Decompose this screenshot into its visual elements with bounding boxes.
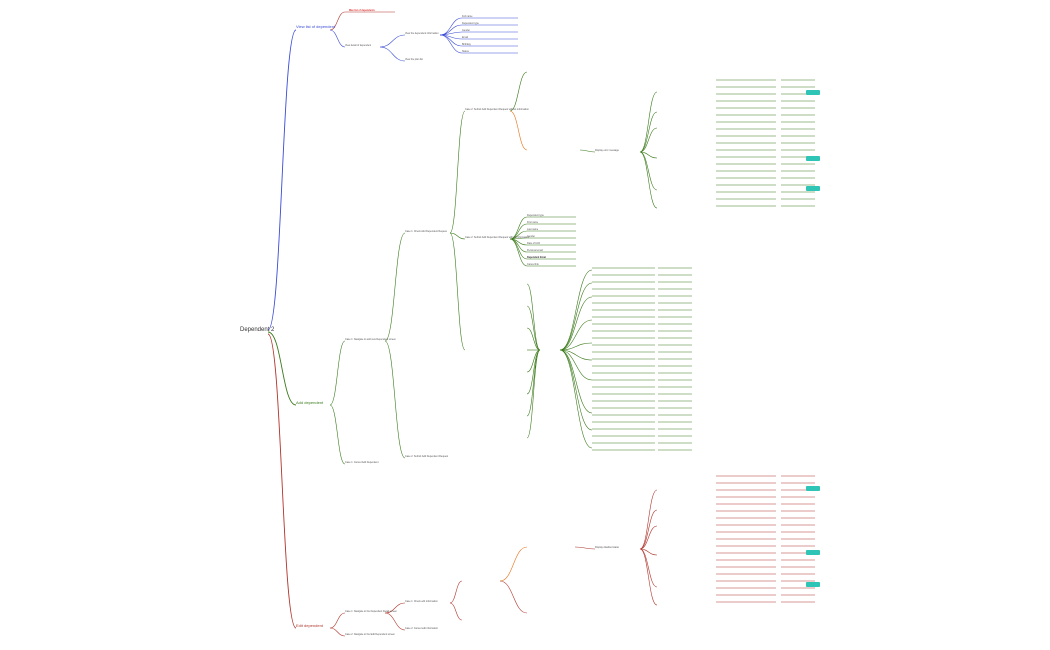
- edge: [329, 404, 346, 465]
- edge: [526, 283, 541, 351]
- edge: [384, 340, 406, 459]
- edge: [559, 319, 593, 351]
- edge: [526, 349, 541, 417]
- edge: [329, 29, 346, 48]
- msg-display-add: Display error message: [595, 149, 619, 152]
- status-pill-6: [806, 582, 820, 587]
- add-review-node[interactable]: Case 2: Submit Add Dependent Request wit…: [465, 108, 529, 111]
- branch-view-list[interactable]: View list of dependent: [296, 24, 336, 29]
- add-submit-all-node[interactable]: Case 2: Submit Add Dependent Request wit…: [465, 236, 530, 239]
- edge: [559, 282, 593, 351]
- edge: [639, 127, 658, 153]
- edge: [639, 548, 658, 556]
- view-field-4: Birthday: [462, 43, 471, 46]
- edge: [559, 349, 593, 431]
- edge: [329, 627, 346, 637]
- branch-edit-dependent[interactable]: Edit dependent: [296, 623, 323, 628]
- edge: [267, 333, 297, 629]
- view-detail-node[interactable]: View detail of dependent: [345, 44, 372, 47]
- edge: [379, 34, 406, 48]
- edge: [559, 269, 593, 351]
- view-info-node[interactable]: View the dependent information: [405, 32, 439, 35]
- add-check-node[interactable]: Case 1: Check Add Dependent Request: [405, 230, 448, 233]
- status-pill-2: [806, 156, 820, 161]
- edge: [559, 349, 593, 361]
- edge: [439, 34, 463, 54]
- add-field-5: Personal email: [527, 249, 543, 252]
- edge: [509, 238, 528, 253]
- add-field-4: Date of birth: [527, 242, 541, 245]
- edge: [559, 296, 593, 351]
- add-field-2: Last name: [527, 228, 539, 231]
- view-field-0: Full name: [462, 15, 473, 18]
- view-field-5: Status: [462, 50, 469, 53]
- edge: [499, 580, 528, 614]
- edge: [329, 612, 346, 629]
- edge: [384, 612, 406, 631]
- edge: [449, 232, 466, 351]
- add-navigate-node[interactable]: Case 1: Navigate to add new Dependent sc…: [345, 338, 396, 341]
- edge: [384, 232, 406, 342]
- edge: [559, 349, 593, 414]
- edge: [449, 110, 466, 234]
- view-field-2: Gender: [462, 29, 470, 32]
- edge: [449, 232, 466, 240]
- status-pill-4: [806, 486, 820, 491]
- edit-navigate2-node[interactable]: Case 2: Navigate to the Edit Dependent s…: [345, 633, 395, 636]
- edge: [449, 602, 463, 621]
- edge: [526, 349, 541, 439]
- edge: [559, 349, 593, 449]
- edge: [329, 11, 346, 31]
- edge: [639, 548, 658, 606]
- add-field-3: Gender: [527, 235, 535, 238]
- edit-check-node[interactable]: Case 1: Check edit information: [405, 600, 438, 603]
- edge: [379, 46, 406, 62]
- edge: [509, 238, 528, 267]
- status-pill-3: [806, 186, 820, 191]
- edge: [449, 580, 463, 604]
- edge: [329, 340, 346, 406]
- add-field-6: Dependent Email: [527, 256, 547, 259]
- edge: [526, 327, 541, 351]
- edge: [439, 17, 463, 36]
- add-field-1: First name: [527, 221, 539, 224]
- edge: [639, 151, 658, 209]
- add-cancel-node[interactable]: Case 1: Cancel Add Dependent: [345, 461, 379, 464]
- edge: [639, 489, 658, 550]
- edge: [639, 509, 658, 550]
- add-field-7: Cancel link: [527, 263, 539, 266]
- edge: [639, 525, 658, 550]
- edit-navigate-node[interactable]: Case 1: Navigate to the Dependent Detail…: [345, 610, 397, 613]
- root-node[interactable]: Dependent 2: [240, 327, 275, 333]
- view-field-3: Email: [462, 36, 468, 39]
- edge: [267, 29, 297, 331]
- edge: [574, 546, 596, 550]
- status-pill-1: [806, 90, 820, 95]
- edge: [579, 149, 596, 153]
- status-pill-5: [806, 550, 820, 555]
- edge: [499, 546, 528, 582]
- edge: [639, 91, 658, 153]
- edge: [639, 111, 658, 153]
- edge: [559, 342, 593, 351]
- edit-cancel-node[interactable]: Case 2: Cancel edit information: [405, 627, 439, 630]
- edge: [384, 602, 406, 614]
- view-field-1: Dependent type: [462, 22, 479, 25]
- view-plan-node[interactable]: View the plan list: [405, 58, 423, 61]
- edge: [509, 110, 528, 151]
- add-submit-node[interactable]: Case 2: Submit Add Dependent Request: [405, 455, 449, 458]
- edge: [526, 305, 541, 351]
- add-field-0: Dependent type: [527, 214, 544, 217]
- edge: [509, 71, 528, 112]
- edge: [526, 349, 541, 395]
- edge: [639, 151, 658, 159]
- view-max-node[interactable]: Max list of dependents: [349, 9, 375, 12]
- edge: [267, 331, 297, 406]
- msg-display-edit: Display disabled status: [595, 546, 620, 549]
- edge: [559, 349, 593, 381]
- branch-add-dependent[interactable]: Add dependent: [296, 400, 324, 405]
